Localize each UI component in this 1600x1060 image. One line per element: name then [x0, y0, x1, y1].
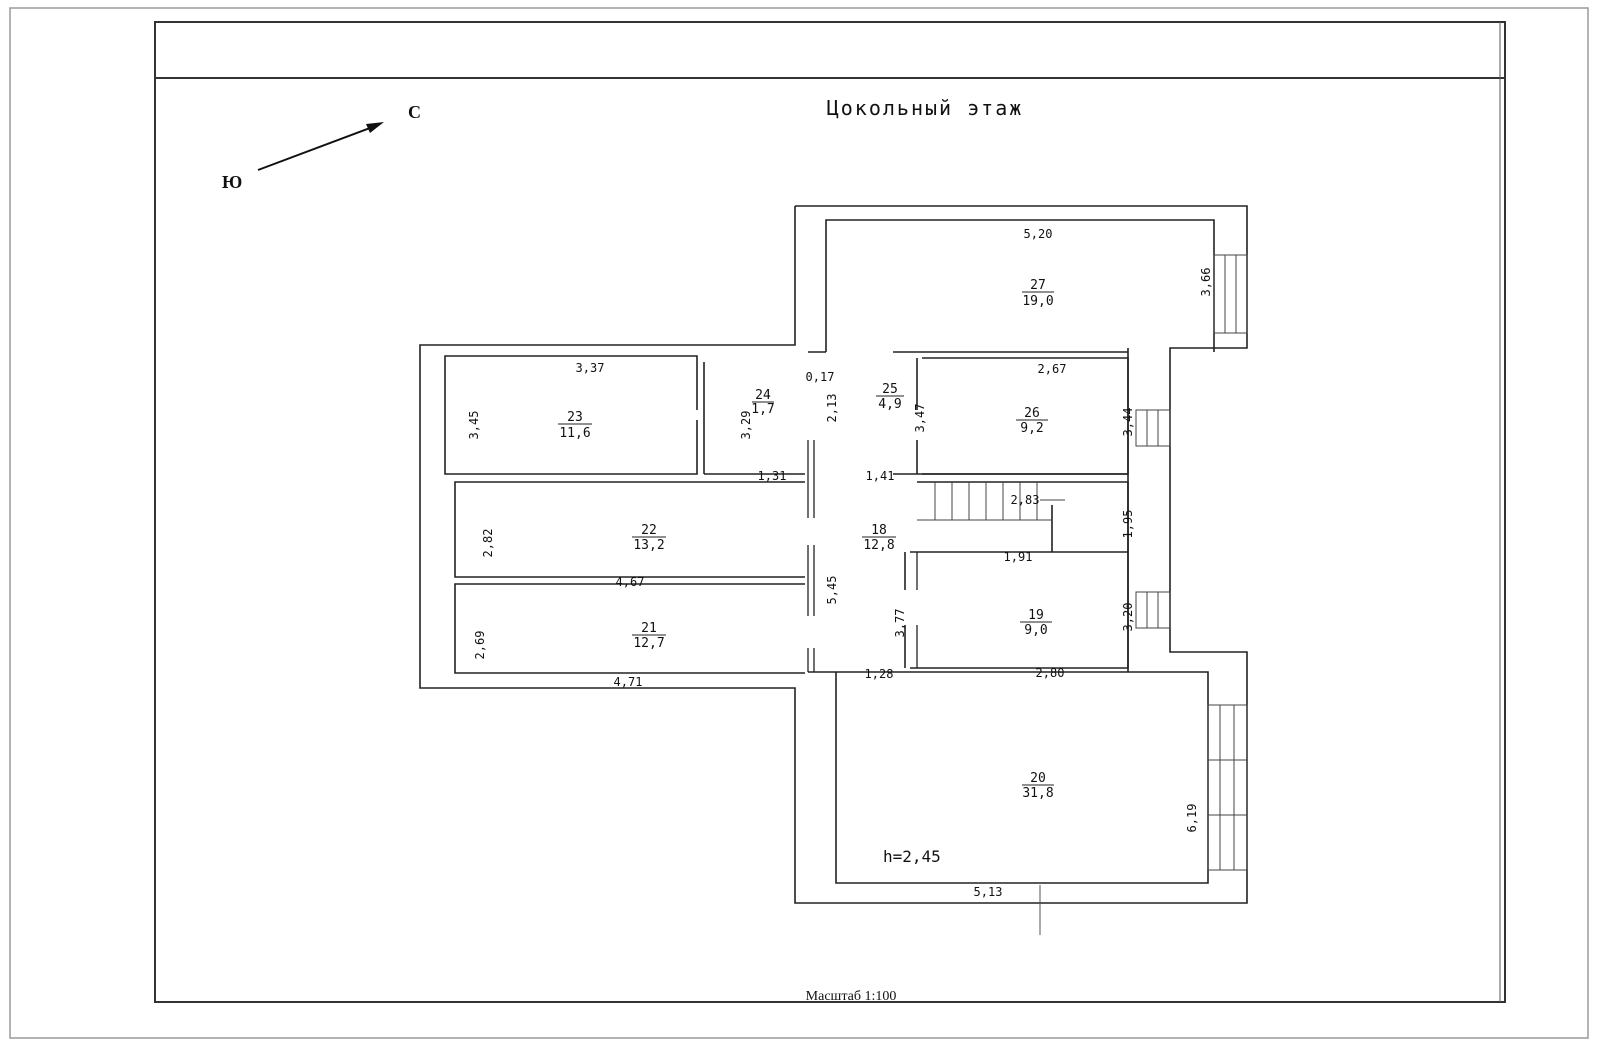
- vertical-dimensions: 3,66 3,45 3,29 2,13 3,47 3,44 2,82 1,95 …: [467, 268, 1213, 833]
- dim-label: 5,45: [825, 576, 839, 605]
- wall-room-22: [454, 481, 805, 578]
- room-21-area: 12,7: [633, 636, 664, 651]
- dim-label: 2,83: [1011, 493, 1040, 507]
- dim-label: 2,13: [825, 394, 839, 423]
- dim-label: 4,67: [616, 575, 645, 589]
- room-26-area: 9,2: [1020, 421, 1043, 436]
- wall-room-21: [454, 583, 805, 674]
- dim-label: 3,66: [1199, 268, 1213, 297]
- dim-label: 0,17: [806, 370, 835, 384]
- dim-label: 6,19: [1185, 804, 1199, 833]
- room-27-number: 27: [1030, 278, 1046, 293]
- room-23-number: 23: [567, 410, 583, 425]
- dim-label: 5,13: [974, 885, 1003, 899]
- windows: [1039, 254, 1248, 935]
- drawing-border: [154, 21, 1506, 1003]
- room-labels: 27 19,0 23 11,6 24 1,7 25 4,9 26 9,2 22 …: [559, 278, 1053, 801]
- wall-room-20: [835, 671, 1209, 884]
- compass: С Ю: [222, 102, 421, 192]
- scale-label: Масштаб 1:100: [806, 989, 897, 1004]
- dim-label: 5,20: [1024, 227, 1053, 241]
- room-27-area: 19,0: [1022, 294, 1053, 309]
- wall-room-27: [825, 219, 1215, 352]
- room-23-area: 11,6: [559, 426, 590, 441]
- outer-frame: [9, 7, 1589, 1039]
- dim-label: 3,45: [467, 411, 481, 440]
- room-20-number: 20: [1030, 771, 1046, 786]
- outer-wall: [419, 205, 1248, 904]
- room-fraction-bars: [558, 291, 1054, 786]
- room-22-number: 22: [641, 523, 657, 538]
- dim-label: 1,91: [1004, 550, 1033, 564]
- plan-title: Цокольный этаж: [827, 96, 1024, 120]
- wall-room-23: [444, 355, 698, 475]
- room-24-area: 1,7: [751, 402, 774, 417]
- dim-label: 1,31: [758, 469, 787, 483]
- dim-label: 1,95: [1121, 510, 1135, 539]
- walls: [419, 205, 1248, 904]
- dim-label: 3,77: [893, 609, 907, 638]
- compass-south-label: Ю: [222, 172, 242, 192]
- room-19-area: 9,0: [1024, 623, 1047, 638]
- room-19-number: 19: [1028, 608, 1044, 623]
- room-24-number: 24: [755, 388, 771, 403]
- dim-label: 1,41: [866, 469, 895, 483]
- compass-arrow-head: [366, 122, 384, 133]
- room-22-area: 13,2: [633, 538, 664, 553]
- stairs: [917, 482, 1065, 521]
- dim-label: 4,71: [614, 675, 643, 689]
- dim-label: 2,67: [1038, 362, 1067, 376]
- dim-label: 2,69: [473, 631, 487, 660]
- room-25-number: 25: [882, 382, 898, 397]
- partitions: [807, 440, 918, 672]
- dim-label: 1,28: [865, 667, 894, 681]
- compass-north-label: С: [408, 102, 421, 122]
- dim-label: 3,37: [576, 361, 605, 375]
- room-21-number: 21: [641, 621, 657, 636]
- room-18-number: 18: [871, 523, 887, 538]
- ceiling-height-label: h=2,45: [883, 847, 941, 866]
- window-27: [1213, 254, 1248, 334]
- window-19: [1135, 591, 1171, 629]
- dim-label: 3,47: [913, 404, 927, 433]
- dim-label: 3,29: [739, 411, 753, 440]
- dim-label: 3,44: [1121, 408, 1135, 437]
- room-18-area: 12,8: [863, 538, 894, 553]
- room-20-area: 31,8: [1022, 786, 1053, 801]
- dim-label: 2,80: [1036, 666, 1065, 680]
- wall-room-19: [910, 551, 1129, 669]
- room-25-area: 4,9: [878, 397, 901, 412]
- dim-label: 3,20: [1121, 603, 1135, 632]
- horizontal-dimensions: 5,20 3,37 0,17 2,67 1,31 1,41 2,83 1,91 …: [576, 227, 1067, 899]
- dim-label: 2,82: [481, 529, 495, 558]
- room-26-number: 26: [1024, 406, 1040, 421]
- window-20: [1207, 704, 1248, 871]
- window-26: [1135, 409, 1171, 447]
- compass-arrow-line: [257, 124, 379, 171]
